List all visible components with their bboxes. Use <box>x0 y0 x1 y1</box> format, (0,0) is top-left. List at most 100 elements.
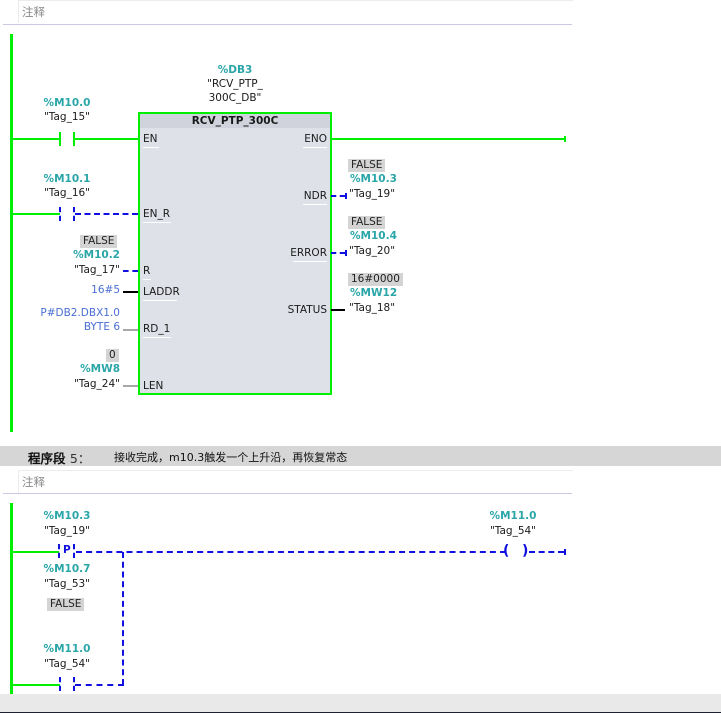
param-rd1-line2[interactable]: BYTE 6 <box>83 321 120 333</box>
power-rail <box>10 34 13 432</box>
param-len-tag[interactable]: "Tag_24" <box>73 378 120 390</box>
p-contact-left-bar[interactable] <box>58 544 60 558</box>
pin-ndr[interactable]: NDR <box>303 190 327 202</box>
p-contact-letter[interactable]: P <box>63 544 71 556</box>
param-r-value: FALSE <box>80 235 118 248</box>
out-status-value: 16#0000 <box>348 273 403 286</box>
pin-en[interactable]: EN <box>143 133 158 145</box>
wire-eno <box>330 138 565 140</box>
hold-contact-right-bar[interactable] <box>73 677 75 691</box>
p-contact-mem-value: FALSE <box>47 598 85 611</box>
wire-error <box>331 252 345 254</box>
wire-laddr <box>123 291 138 293</box>
coil-tag[interactable]: "Tag_54" <box>489 525 537 537</box>
pin-underline <box>143 300 177 301</box>
pin-underline <box>303 147 327 148</box>
bottom-scroll-area <box>0 694 721 712</box>
out-error-tag[interactable]: "Tag_20" <box>349 245 396 257</box>
coil-address[interactable]: %M11.0 <box>489 510 537 522</box>
wire-hold-right <box>75 684 124 686</box>
wire-coil-end <box>564 549 566 555</box>
wire-p-left <box>12 551 59 553</box>
pin-laddr[interactable]: LADDR <box>143 286 180 298</box>
wire-main <box>76 551 506 553</box>
pin-underline <box>303 204 327 205</box>
wire-status <box>331 309 345 311</box>
param-rd1-line1[interactable]: P#DB2.DBX1.0 <box>40 307 120 319</box>
comment-divider <box>3 493 572 494</box>
p-contact-mem-address[interactable]: %M10.7 <box>43 563 91 575</box>
param-r-tag[interactable]: "Tag_17" <box>73 264 120 276</box>
pin-underline <box>143 337 171 338</box>
out-error-value: FALSE <box>348 216 386 229</box>
pin-underline <box>143 279 151 280</box>
network4-comment-field[interactable]: 注释 <box>18 0 573 23</box>
out-ndr-address[interactable]: %M10.3 <box>350 173 397 185</box>
comment-placeholder: 注释 <box>22 475 45 489</box>
wire-ndr <box>331 195 345 197</box>
coil-right-paren[interactable]: ) <box>522 543 529 559</box>
contact-en-r-right-bar[interactable] <box>73 207 75 221</box>
out-ndr-tag[interactable]: "Tag_19" <box>349 188 396 200</box>
param-r-address[interactable]: %M10.2 <box>73 249 120 261</box>
p-contact-tag[interactable]: "Tag_19" <box>43 525 91 537</box>
contact-en-address[interactable]: %M10.0 <box>43 97 91 109</box>
param-laddr-value[interactable]: 16#5 <box>91 284 120 296</box>
out-error-address[interactable]: %M10.4 <box>350 230 397 242</box>
p-contact-right-bar[interactable] <box>73 544 75 558</box>
coil-left-paren[interactable]: ( <box>503 543 510 559</box>
wire-coil-right <box>529 551 564 553</box>
pin-underline <box>293 261 327 262</box>
instance-db-name-line2[interactable]: 300C_DB" <box>208 92 262 104</box>
hold-contact-left-bar[interactable] <box>59 677 61 691</box>
wire-len <box>123 385 138 387</box>
network5-description[interactable]: 接收完成，m10.3触发一个上升沿，再恢复常态 <box>114 451 348 464</box>
contact-en-r-tag[interactable]: "Tag_16" <box>43 187 91 199</box>
pin-rd1[interactable]: RD_1 <box>143 323 171 335</box>
wire-en-r-right <box>75 213 138 215</box>
comment-divider <box>3 24 572 25</box>
wire-eno-end <box>564 136 566 142</box>
network5-label: 程序段 <box>28 451 66 466</box>
p-contact-address[interactable]: %M10.3 <box>43 510 91 522</box>
contact-en-r-address[interactable]: %M10.1 <box>43 173 91 185</box>
wire-hold-left <box>12 684 60 686</box>
pin-eno[interactable]: ENO <box>304 133 327 145</box>
pin-status[interactable]: STATUS <box>287 304 327 316</box>
pin-en-r[interactable]: EN_R <box>143 208 171 220</box>
pin-len[interactable]: LEN <box>143 380 164 392</box>
contact-en-tag[interactable]: "Tag_15" <box>43 111 91 123</box>
wire-en-r-left <box>12 213 60 215</box>
p-contact-mem-tag[interactable]: "Tag_53" <box>43 578 91 590</box>
network5-comment-field[interactable]: 注释 <box>18 470 573 493</box>
pin-r[interactable]: R <box>143 265 151 277</box>
hold-contact-tag[interactable]: "Tag_54" <box>43 658 91 670</box>
instance-db-address[interactable]: %DB3 <box>217 64 253 76</box>
function-block-rcv-ptp-300c[interactable]: RCV_PTP_300C EN EN_R R LADDR RD_1 LEN EN… <box>138 112 332 395</box>
wire-ndr-end <box>345 193 347 199</box>
pin-underline <box>143 147 159 148</box>
network5-header[interactable]: 程序段 5： 接收完成，m10.3触发一个上升沿，再恢复常态 <box>0 446 721 466</box>
pin-error[interactable]: ERROR <box>290 247 327 259</box>
comment-placeholder: 注释 <box>22 5 45 19</box>
out-status-tag[interactable]: "Tag_18" <box>349 302 396 314</box>
wire-en-right <box>74 138 138 140</box>
network5-title: 程序段 5： <box>28 448 90 467</box>
function-block-title: RCV_PTP_300C <box>140 114 330 128</box>
wire-en-left <box>12 138 60 140</box>
pin-underline <box>143 222 171 223</box>
out-ndr-value: FALSE <box>348 159 386 172</box>
contact-en-left-bar[interactable] <box>59 132 61 146</box>
wire-rd1 <box>123 329 138 331</box>
wire-branch-vertical <box>122 552 124 685</box>
param-len-value: 0 <box>106 349 119 362</box>
network5-number: 5： <box>69 451 91 466</box>
power-rail <box>10 503 13 694</box>
param-len-address[interactable]: %MW8 <box>80 363 120 375</box>
contact-en-r-left-bar[interactable] <box>59 207 61 221</box>
wire-r <box>123 270 138 272</box>
instance-db-name-line1[interactable]: "RCV_PTP_ <box>207 78 263 90</box>
wire-error-end <box>345 250 347 256</box>
out-status-address[interactable]: %MW12 <box>350 287 398 299</box>
hold-contact-address[interactable]: %M11.0 <box>43 643 91 655</box>
